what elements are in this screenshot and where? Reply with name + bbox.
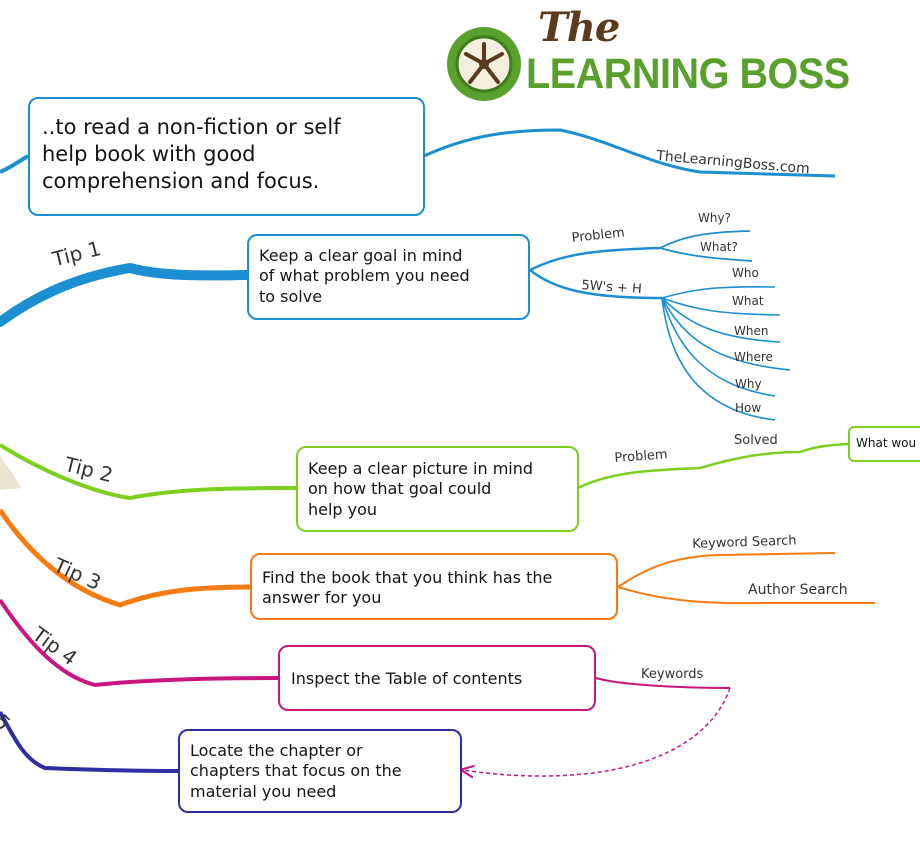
tip1-node: Keep a clear goal in mind of what proble… [247,234,530,320]
tip5-node: Locate the chapter or chapters that focu… [178,729,462,813]
tip1-branch-line [0,262,252,327]
tip5-node-text: Locate the chapter or chapters that focu… [190,741,402,801]
tip4-node: Inspect the Table of contents [278,645,596,711]
tip1-how-label: How [735,401,762,415]
tip3-keyword-line [617,552,836,588]
tip1-when-label: When [734,324,769,338]
cropped-shape [0,455,22,490]
tip1-why-label: Why [735,377,762,391]
tip5-branch-line [0,711,179,773]
tip3-author-search-label: Author Search [748,582,848,598]
tip2-solved-label: Solved [734,433,778,448]
intro-node-text: ..to read a non-fiction or self help boo… [42,115,341,193]
tip4-keywords-label: Keywords [641,667,704,682]
logo-the-text: The [538,4,620,51]
tip1-node-text: Keep a clear goal in mind of what proble… [259,246,470,306]
tip4-branch-line [0,598,279,688]
tip3-node: Find the book that you think has the ans… [250,553,618,620]
tip4-keywords-line [595,677,731,689]
tip1-who-label: Who [732,266,759,280]
tip1-what-q-label: What? [700,240,738,254]
tip3-branch-line [0,508,251,608]
tip1-what-label: What [732,294,764,308]
intro-branch-line [0,154,30,174]
intro-node: ..to read a non-fiction or self help boo… [28,97,425,216]
tip1-5wh-line [529,269,663,300]
logo-emblem [447,27,521,101]
tip2-branch-line [0,443,299,501]
logo-main-text: LEARNING BOSS [526,50,850,98]
tip2-leaf-text: What wou [856,436,917,450]
tip3-node-text: Find the book that you think has the ans… [262,568,553,608]
tip2-node-text: Keep a clear picture in mind on how that… [308,459,534,519]
tip2-problem-line [577,442,849,490]
tip2-leaf-node: What wou [848,426,920,462]
tip1-why-q-label: Why? [698,211,731,225]
keywords-link-arrow [462,687,731,776]
tip3-author-line [617,586,875,605]
tip2-node: Keep a clear picture in mind on how that… [296,446,579,532]
tip1-where-label: Where [734,350,773,364]
tip1-problem-line [529,246,661,272]
tip4-node-text: Inspect the Table of contents [291,669,523,688]
website-branch-line [423,128,836,178]
